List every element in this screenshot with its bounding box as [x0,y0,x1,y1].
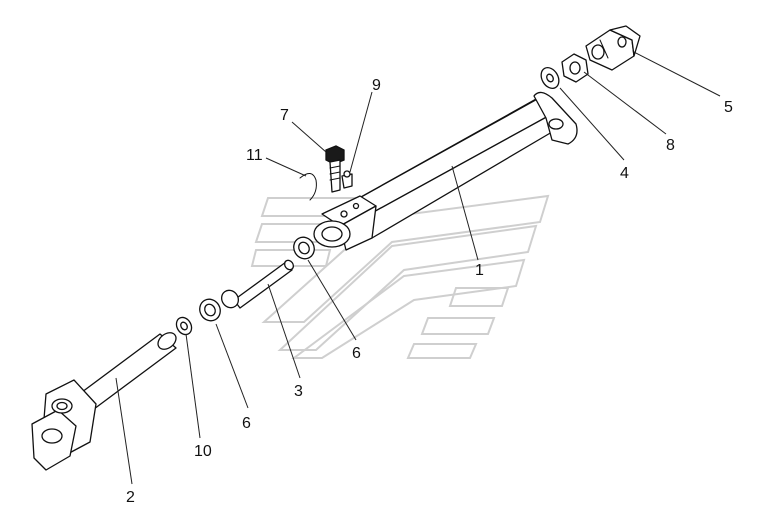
lever-arm-part [313,91,578,251]
leader-lines [115,51,721,485]
clevis-fork-part [585,25,641,71]
bushing-6-left-part [199,298,221,322]
bushing-6-right-part [293,236,315,260]
callout-11: 11 [246,147,263,164]
callout-2: 2 [126,489,135,506]
callout-3: 3 [294,383,303,400]
pin-part [220,259,295,309]
callout-1: 1 [475,262,484,279]
washer-4-part [540,67,560,89]
wire-11-part [299,173,317,201]
callout-5: 5 [724,99,733,116]
callout-6-upper: 6 [352,345,361,362]
callout-4: 4 [620,165,629,182]
callout-10: 10 [194,443,212,460]
bolt-7-part [325,145,345,193]
grease-nipple-9-part [341,170,353,189]
callout-8: 8 [666,137,675,154]
callout-7: 7 [280,107,289,124]
callout-6-lower: 6 [242,415,251,432]
nut-8-part [561,53,589,83]
washer-10-part [175,316,193,336]
pedal-shaft-part [31,332,177,471]
callout-9: 9 [372,77,381,94]
